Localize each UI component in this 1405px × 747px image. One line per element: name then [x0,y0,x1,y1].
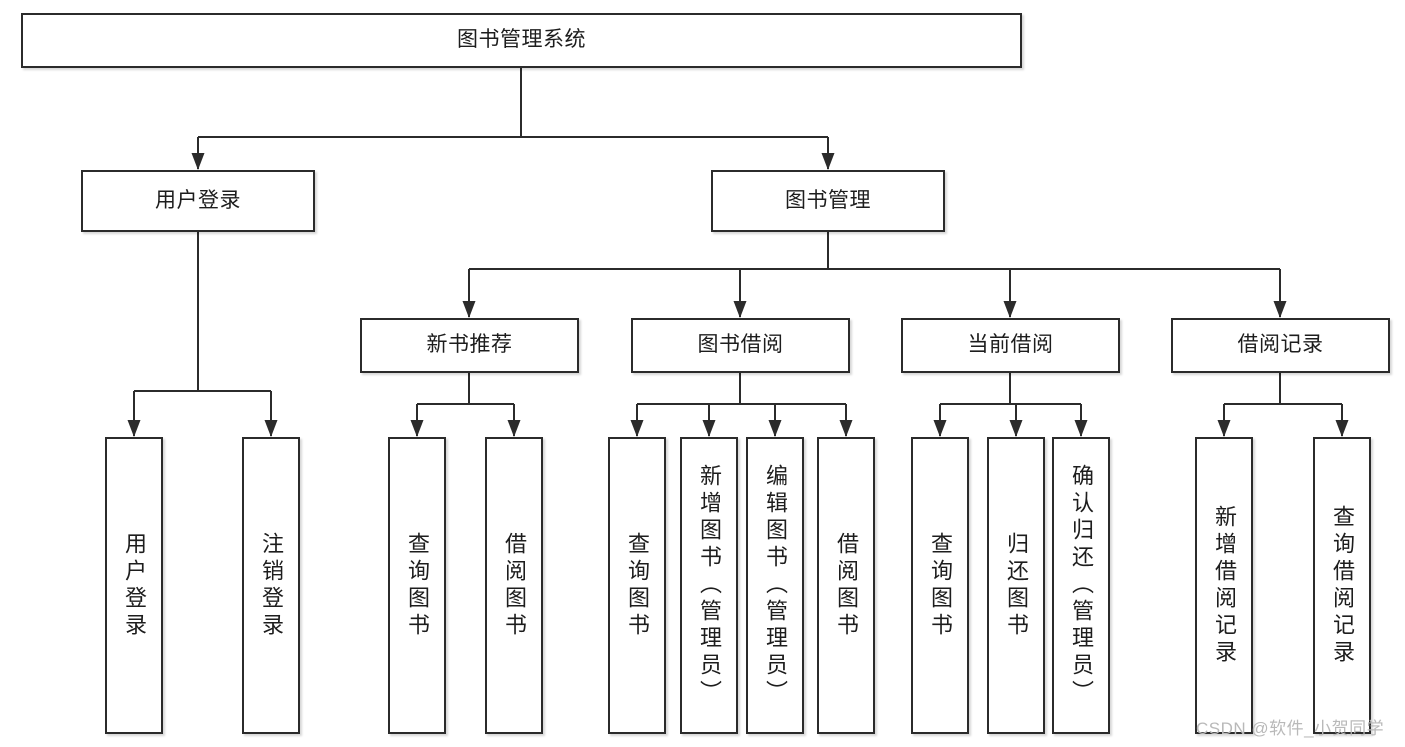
node-root[interactable]: 图书管理系统 [21,13,1022,68]
node-leaf-edit-book[interactable]: 编辑图书（管理员） [746,437,804,734]
node-label: 图书管理系统 [457,28,586,52]
node-new-book-rec[interactable]: 新书推荐 [360,318,579,373]
arrow-head-user-login-bus-1 [264,420,278,437]
node-label: 借阅图书 [834,531,859,640]
node-label: 图书借阅 [697,333,784,357]
node-leaf-confirm-return[interactable]: 确认归还（管理员） [1052,437,1110,734]
node-user-login[interactable]: 用户登录 [81,170,315,232]
watermark-text: CSDN @软件_小贺同学 [1196,719,1385,738]
node-leaf-borrow-book[interactable]: 借阅图书 [817,437,875,734]
node-label: 借阅记录 [1237,333,1324,357]
node-label: 查询图书 [928,531,953,640]
node-label: 借阅图书 [502,531,527,640]
node-label: 查询图书 [625,531,650,640]
arrow-head-root-bus-1 [821,153,835,170]
node-label: 编辑图书（管理员） [763,464,788,707]
node-leaf-user-login[interactable]: 用户登录 [105,437,163,734]
arrow-head-new-book-rec-bus-1 [507,420,521,437]
node-book-borrow[interactable]: 图书借阅 [631,318,850,373]
node-label: 用户登录 [155,188,241,212]
arrow-head-book-manage-bus-2 [1003,301,1017,318]
node-label: 归还图书 [1004,531,1029,640]
node-leaf-query-book-rec[interactable]: 查询图书 [388,437,446,734]
node-label: 注销登录 [259,531,284,640]
node-leaf-user-logout[interactable]: 注销登录 [242,437,300,734]
arrow-head-new-book-rec-bus-0 [410,420,424,437]
node-label: 确认归还（管理员） [1069,464,1094,707]
arrow-head-book-manage-bus-1 [733,301,747,318]
node-label: 用户登录 [122,531,147,640]
node-borrow-record[interactable]: 借阅记录 [1171,318,1390,373]
node-leaf-add-book[interactable]: 新增图书（管理员） [680,437,738,734]
node-leaf-borrow-book-rec[interactable]: 借阅图书 [485,437,543,734]
node-label: 新增图书（管理员） [697,464,722,707]
node-leaf-add-record[interactable]: 新增借阅记录 [1195,437,1253,734]
node-current-borrow[interactable]: 当前借阅 [901,318,1120,373]
node-label: 查询图书 [405,531,430,640]
arrow-head-borrow-record-bus-1 [1335,420,1349,437]
arrow-head-book-borrow-bus-0 [630,420,644,437]
arrow-head-root-bus-0 [191,153,205,170]
arrow-head-user-login-bus-0 [127,420,141,437]
node-label: 图书管理 [785,188,871,212]
arrow-head-current-borrow-bus-2 [1074,420,1088,437]
arrow-head-book-borrow-bus-2 [768,420,782,437]
arrow-head-current-borrow-bus-0 [933,420,947,437]
node-leaf-query-book[interactable]: 查询图书 [608,437,666,734]
node-label: 查询借阅记录 [1330,504,1355,667]
arrow-head-book-borrow-bus-3 [839,420,853,437]
node-book-manage[interactable]: 图书管理 [711,170,945,232]
node-leaf-query-record[interactable]: 查询借阅记录 [1313,437,1371,734]
arrow-head-book-borrow-bus-1 [702,420,716,437]
arrow-head-current-borrow-bus-1 [1009,420,1023,437]
arrow-head-book-manage-bus-3 [1273,301,1287,318]
node-label: 当前借阅 [967,333,1054,357]
arrow-head-borrow-record-bus-0 [1217,420,1231,437]
node-leaf-query-book-cur[interactable]: 查询图书 [911,437,969,734]
node-label: 新增借阅记录 [1212,504,1237,667]
node-label: 新书推荐 [426,333,513,357]
arrow-head-book-manage-bus-0 [462,301,476,318]
node-leaf-return-book[interactable]: 归还图书 [987,437,1045,734]
